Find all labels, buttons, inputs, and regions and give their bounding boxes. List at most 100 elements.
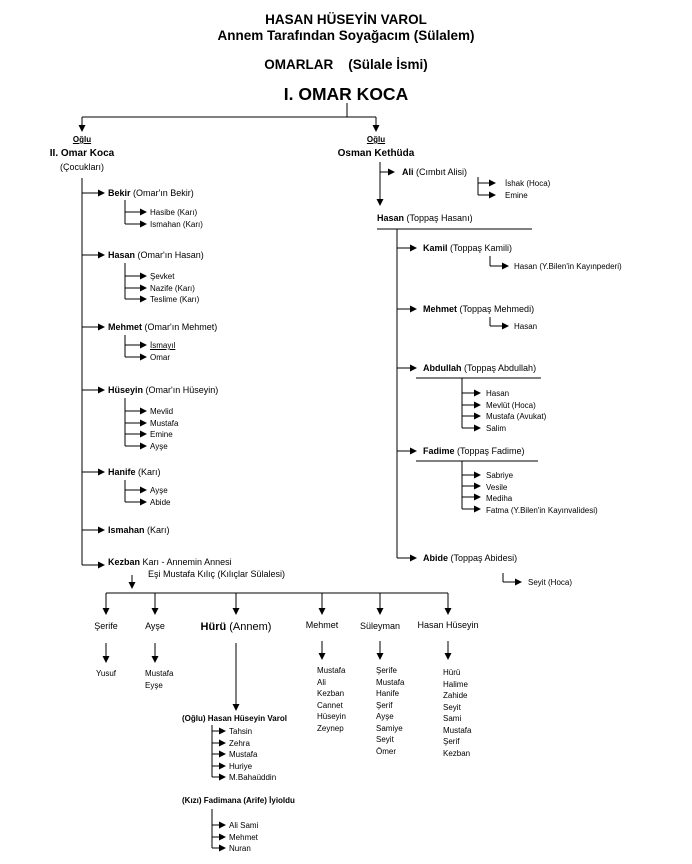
list-item: Mustafa [150, 418, 179, 428]
kezban-child-ayse: Ayşe [145, 621, 165, 631]
child-hasan: Hasan (Omar'ın Hasan) [108, 250, 204, 260]
list-item: Ayşe [150, 486, 168, 495]
child-hanife: Hanife (Karı) [108, 467, 161, 477]
list-item: Ömer [376, 746, 396, 756]
list-item: Hasan (Y.Bilen'in Kayınpederi) [514, 262, 622, 271]
page-subtitle: Annem Tarafından Soyağacım (Sülalem) [217, 28, 475, 43]
kezban-child-suleyman: Süleyman [359, 621, 401, 631]
list-item: Emine [150, 430, 173, 439]
abide-children: Seyit (Hoca) [528, 577, 572, 589]
list-item: Seyit (Hoca) [528, 578, 573, 587]
hasan-children: Şevket Nazife (Karı) Teslime (Karı) [150, 271, 199, 306]
child-ali: Ali (Cımbıt Alisi) [402, 167, 468, 177]
bekir-children: Hasibe (Karı) Ismahan (Karı) [150, 207, 203, 230]
mehmet-grandchildren: Mustafa Ali Kezban Cannet Hüseyin Zeynep [317, 665, 346, 734]
list-item: Mevlid [150, 407, 174, 416]
child-abide: Abide (Toppaş Abidesi) [423, 553, 518, 563]
child-kezban: Kezban Karı - Annemin Annesi [108, 557, 232, 567]
list-item: Mustafa [145, 669, 174, 678]
list-item: Nazife (Karı) [150, 283, 195, 293]
huru-son-children: Tahsin Zehra Mustafa Huriye M.Bahaüddin [229, 726, 276, 784]
left-children-label: (Çocukları) [59, 162, 104, 172]
kezban-child-hasan-huseyin: Hasan Hüseyin [417, 620, 479, 630]
list-item: Hasan [514, 322, 538, 331]
list-item: M.Bahaüddin [229, 773, 277, 782]
dynasty-note: (Sülale İsmi) [348, 57, 428, 72]
ayse-children: Mustafa Eyşe [145, 668, 173, 691]
kezban-spouse: Eşi Mustafa Kılıç (Kılıçlar Sülalesi) [148, 569, 286, 579]
list-item: Mediha [486, 494, 513, 503]
hasan-huseyin-children: Hürü Halime Zahide Seyit Sami Mustafa Şe… [443, 667, 471, 759]
kezban-child-serife: Şerife [94, 621, 118, 631]
list-item: Eyşe [145, 680, 163, 690]
list-item: Mustafa [317, 666, 346, 675]
list-item: Mustafa [443, 725, 472, 735]
list-item: Hanife [376, 689, 400, 698]
list-item: Kezban [443, 748, 471, 758]
list-item: Sami [443, 714, 462, 723]
list-item: Mevlüt (Hoca) [486, 400, 536, 410]
child-huseyin: Hüseyin (Omar'ın Hüseyin) [108, 385, 219, 395]
list-item: Hasan [486, 389, 510, 398]
list-item: Sabriye [486, 471, 514, 480]
list-item: Şevket [150, 272, 175, 281]
list-item: Nuran [229, 844, 251, 853]
child-bekir: Bekir (Omar'ın Bekir) [108, 188, 194, 198]
list-item: Teslime (Karı) [150, 295, 200, 304]
list-item: Omar [150, 352, 170, 362]
list-item: Emine [505, 190, 528, 200]
list-item: Şerife [376, 666, 397, 675]
child-ismahan: Ismahan (Karı) [108, 525, 170, 535]
list-item: Ismahan (Karı) [150, 219, 203, 229]
right-son-label: Oğlu [366, 135, 386, 144]
huru-son: (Oğlu) Hasan Hüseyin Varol [182, 714, 287, 723]
list-item: Ayşe [376, 712, 394, 721]
huru-daughter: (Kızı) Fadimana (Arife) İyioldu [182, 796, 295, 805]
root-ancestor: I. OMAR KOCA [283, 84, 409, 104]
list-item: Hürü [443, 668, 461, 677]
list-item: Vesile [486, 482, 508, 492]
list-item: Seyit [376, 735, 394, 744]
list-item: Huriye [229, 761, 253, 771]
kezban-child-mehmet: Mehmet [305, 620, 339, 630]
list-item: Mustafa [229, 750, 258, 759]
abdullah-children: Hasan Mevlüt (Hoca) Mustafa (Avukat) Sal… [486, 388, 546, 434]
list-item: Kezban [317, 689, 345, 698]
list-item: Hüseyin [317, 712, 346, 721]
child-mehmet: Mehmet (Omar'ın Mehmet) [108, 322, 218, 332]
list-item: Halime [443, 679, 468, 689]
list-item: Fatma (Y.Bilen'in Kayınvalidesi) [486, 505, 598, 515]
dynasty-name: OMARLAR (Sülale İsmi) [0, 58, 692, 72]
list-item: Mustafa (Avukat) [486, 412, 547, 421]
child-kamil: Kamil (Toppaş Kamili) [423, 243, 513, 253]
list-item: İsmayıl [150, 341, 176, 350]
left-son-name: II. Omar Koca [49, 148, 115, 159]
list-item: Yusuf [96, 669, 117, 678]
child-hasan-toppas: Hasan (Toppaş Hasanı) [377, 213, 473, 223]
child-fadime: Fadime (Toppaş Fadime) [423, 446, 525, 456]
list-item: Zeynep [317, 723, 344, 733]
list-item: Tahsin [229, 727, 253, 736]
fadime-children: Sabriye Vesile Mediha Fatma (Y.Bilen'in … [486, 470, 598, 516]
list-item: Ayşe [150, 441, 168, 451]
list-item: Ali [317, 677, 326, 687]
list-item: İshak (Hoca) [505, 179, 551, 188]
huru-daughter-children: Ali Sami Mehmet Nuran [229, 820, 258, 855]
huseyin-children: Mevlid Mustafa Emine Ayşe [150, 406, 178, 452]
left-son-label: Oğlu [72, 135, 92, 144]
list-item: Salim [486, 423, 507, 433]
suleyman-children: Şerife Mustafa Hanife Şerif Ayşe Samiye … [376, 665, 404, 757]
list-item: Seyit [443, 702, 461, 712]
child-abdullah: Abdullah (Toppaş Abdullah) [423, 363, 537, 373]
kamil-children: Hasan (Y.Bilen'in Kayınpederi) [514, 261, 622, 273]
list-item: Cannet [317, 700, 343, 710]
list-item: Samiye [376, 723, 403, 733]
dynasty-label: OMARLAR [264, 57, 334, 72]
list-item: Şerif [376, 700, 393, 710]
list-item: Abide [150, 497, 171, 507]
list-item: Zehra [229, 738, 250, 748]
kezban-child-huru: Hürü (Annem) [200, 621, 272, 633]
right-son-name: Osman Kethüda [337, 148, 415, 159]
